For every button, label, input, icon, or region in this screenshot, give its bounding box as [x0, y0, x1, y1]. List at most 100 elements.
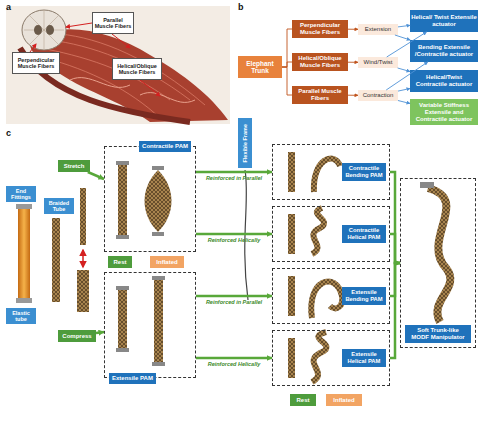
function-box: Contraction	[358, 90, 398, 101]
edge-label: Reinforced Helically	[204, 361, 264, 367]
end-fitting	[16, 298, 32, 303]
node-text: Extension	[365, 26, 391, 33]
state-label: Stretch	[58, 160, 90, 172]
braided-tube	[52, 218, 60, 302]
connector	[282, 29, 292, 67]
node-text: Flexible Frame	[242, 124, 249, 163]
pam-rest	[118, 290, 127, 348]
pam-rest	[288, 338, 295, 378]
node-text: Parallel Muscle Fibers	[94, 17, 132, 30]
node-text: Compress	[62, 333, 91, 340]
part-label: End Fittings	[6, 186, 36, 202]
anatomy-background	[6, 6, 230, 124]
node-text: Helical/Oblique Muscle Fibers	[114, 63, 160, 76]
edge-label: Reinforced in Parallel	[204, 175, 264, 181]
pam-helical	[312, 208, 324, 254]
panel-letter: a	[6, 2, 11, 12]
connector	[282, 62, 292, 67]
callout-box: Parallel Muscle Fibers	[92, 12, 134, 34]
leader-arrow	[112, 34, 130, 48]
node-text: Elephant Trunk	[238, 60, 282, 75]
pam-helical	[312, 332, 326, 382]
nostril	[46, 25, 54, 35]
connector	[390, 263, 400, 358]
group-box: Soft Trunk-like MODF Manipulator	[400, 178, 476, 348]
group-title: Extensile Helical PAM	[342, 349, 386, 367]
end-fitting	[116, 161, 129, 165]
node-text: Rest	[113, 259, 126, 266]
pam-bending	[314, 158, 340, 192]
connector	[398, 101, 410, 104]
pam-rest	[118, 165, 127, 235]
end-fitting	[116, 235, 129, 239]
group-title: Contractile Helical PAM	[342, 225, 386, 243]
end-fitting	[420, 182, 434, 188]
end-fitting	[116, 286, 129, 290]
end-fitting	[152, 276, 165, 280]
group-title: Contractile Bending PAM	[342, 163, 386, 181]
stretched-tube	[80, 188, 86, 245]
node-text: Perpendicular Muscle Fibers	[292, 22, 348, 36]
end-fitting	[116, 348, 129, 352]
group-box: Contractile Bending PAM	[272, 144, 390, 200]
muscle-box: Parallel Muscle Fibers	[292, 86, 348, 104]
connector	[88, 172, 104, 179]
pam-inflated	[145, 170, 172, 232]
function-box: Wind/Twist	[358, 57, 398, 68]
connector	[390, 234, 400, 263]
compress-arrow	[82, 259, 84, 267]
state-label: Compress	[58, 330, 96, 342]
end-fitting	[152, 232, 164, 236]
node-text: Rest	[296, 397, 309, 404]
connector	[196, 357, 272, 360]
pam-rest	[288, 214, 295, 254]
connector	[398, 68, 410, 72]
callout-box: Helical/Oblique Muscle Fibers	[112, 58, 162, 80]
connector	[390, 263, 400, 296]
end-fitting	[152, 362, 165, 366]
stretch-arrow	[82, 250, 84, 259]
connector	[348, 29, 358, 30]
radial-fibers	[24, 10, 64, 50]
connector	[196, 233, 272, 236]
end-fitting	[16, 204, 32, 209]
group-title: Extensile PAM	[109, 373, 156, 384]
node-text: Inflated	[156, 259, 177, 266]
edge-label: Reinforced Helically	[204, 237, 264, 243]
pam-inflated	[154, 280, 163, 362]
actuator-box: Variable Stiffness Extensile and Contrac…	[410, 99, 478, 125]
connector	[196, 295, 272, 298]
leader-arrow	[30, 44, 36, 52]
group-box: Contractile PAM	[104, 146, 196, 252]
group-box: Extensile PAM	[104, 272, 196, 378]
muscle-box: Perpendicular Muscle Fibers	[292, 20, 348, 38]
node-text: Braided Tube	[44, 200, 74, 212]
leader-arrow	[140, 80, 160, 96]
state-label: Rest	[290, 394, 316, 406]
node-text: Elastic tube	[6, 310, 36, 322]
node-text: Wind/Twist	[363, 59, 392, 66]
actuator-box: Helical/ Twist Extensile actuator	[410, 10, 478, 32]
node-text: Stretch	[64, 163, 85, 170]
node-text: Helical/Twist Contractile actuator	[411, 74, 477, 88]
trunk-manipulator	[428, 188, 450, 322]
muscle-fiber	[40, 34, 205, 118]
flexible-frame	[245, 170, 248, 300]
connector	[390, 172, 400, 263]
part-label: Flexible Frame	[238, 118, 252, 168]
group-box: Contractile Helical PAM	[272, 206, 390, 262]
state-label: Inflated	[150, 256, 184, 268]
part-label: Braided Tube	[44, 198, 74, 214]
part-label: Elastic tube	[6, 308, 36, 324]
node-text: Parallel Muscle Fibers	[292, 88, 348, 102]
node-text: Bending Extensile /Contractile actuator	[411, 44, 477, 58]
muscle-box: Helical/Oblique Muscle Fibers	[292, 53, 348, 71]
connector	[282, 67, 292, 95]
group-box: Extensile Helical PAM	[272, 330, 390, 386]
actuator-box: Helical/Twist Contractile actuator	[410, 70, 478, 92]
connector	[398, 89, 410, 92]
connector	[196, 171, 272, 174]
leader-arrow	[66, 23, 92, 27]
